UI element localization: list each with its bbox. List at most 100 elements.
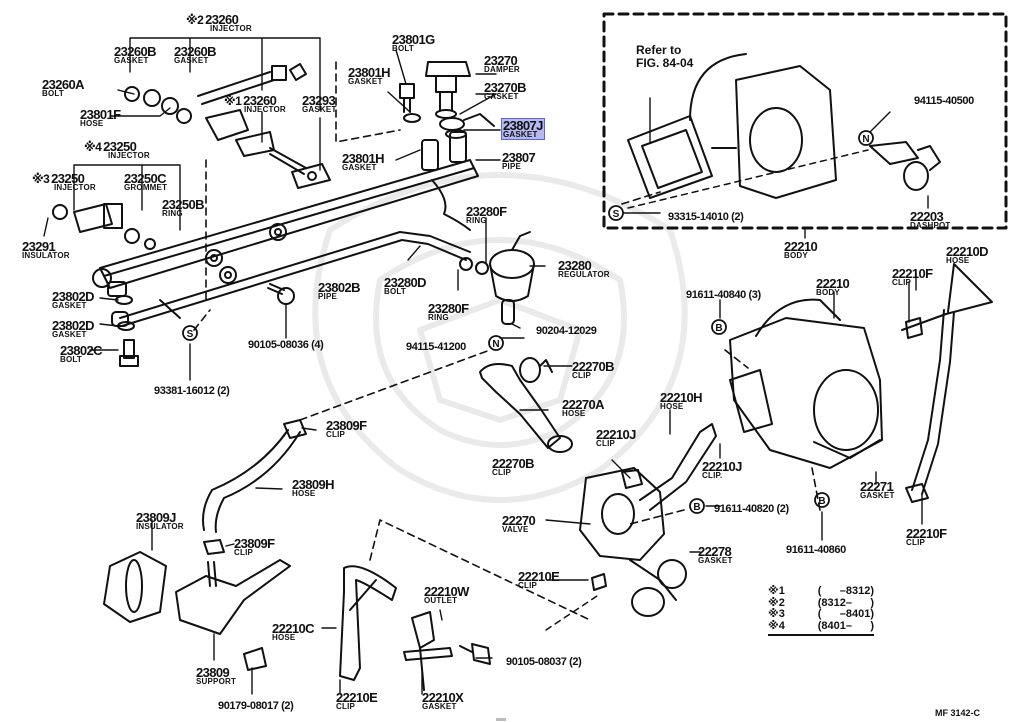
pressure-regulator [459,231,535,325]
callout-90179-08017[interactable]: 90179-08017 (2) [218,700,294,712]
scroll-marker [496,718,506,721]
callout-91611-40840[interactable]: 91611-40840 (3) [686,289,761,301]
symbol-n-2-letter: N [862,134,869,145]
symbol-b-3 [814,492,830,508]
symbol-circles [182,130,874,514]
callout-90204-12029[interactable]: 90204-12029 [536,325,597,337]
legend-row: ※3( –8401) [768,608,874,620]
callout-94115-40500[interactable]: 94115-40500 [914,95,974,107]
production-date-legend: ※1( –8312) ※2(8312– ) ※3( –8401) ※4(8401… [768,585,874,636]
callout-93315-14010[interactable]: 93315-14010 (2) [668,211,744,223]
leader-lines [43,37,929,695]
callout-91611-40860[interactable]: 91611-40860 [786,544,846,556]
air-valve [479,357,717,617]
fuel-delivery-pipe [92,131,479,297]
symbol-n-1-letter: N [492,339,499,350]
callout-90105-08036[interactable]: 90105-08036 (4) [248,339,324,351]
figure-code: MF 3142-C [935,708,981,718]
reference-lines [193,61,821,621]
symbol-b-2 [689,498,705,514]
symbol-s-2-letter: S [613,209,620,220]
legend-row: ※2(8312– ) [768,596,874,609]
symbol-b-1 [711,319,727,335]
symbol-n-1 [488,335,504,351]
legend-row: ※1( –8312) [768,585,874,597]
refer-to-figure-note: Refer to FIG. 84-04 [636,43,694,70]
pulsation-damper [399,61,495,139]
symbol-b-2-letter: B [693,502,700,513]
hose-22210d [901,263,993,503]
watermark-emblem [312,172,688,503]
callout-91611-40820[interactable]: 91611-40820 (2) [714,503,789,515]
fuel-hose-and-support [103,419,307,671]
hose-22210c-and-outlet [339,565,607,691]
callout-94115-41200[interactable]: 94115-41200 [406,341,466,353]
callout-93381-16012[interactable]: 93381-16012 (2) [154,385,230,397]
symbol-b-3-letter: B [818,496,825,507]
throttle-body-main [729,298,883,469]
symbol-s-2 [608,205,624,221]
callout-90105-08037[interactable]: 90105-08037 (2) [506,656,582,668]
union-bolt [115,283,295,367]
symbol-n-2 [858,130,874,146]
return-pipe [111,231,471,327]
symbol-b-1-letter: B [715,323,722,334]
symbol-s-1-letter: S [187,329,194,340]
legend-row: ※4(8401– ) [768,619,874,632]
